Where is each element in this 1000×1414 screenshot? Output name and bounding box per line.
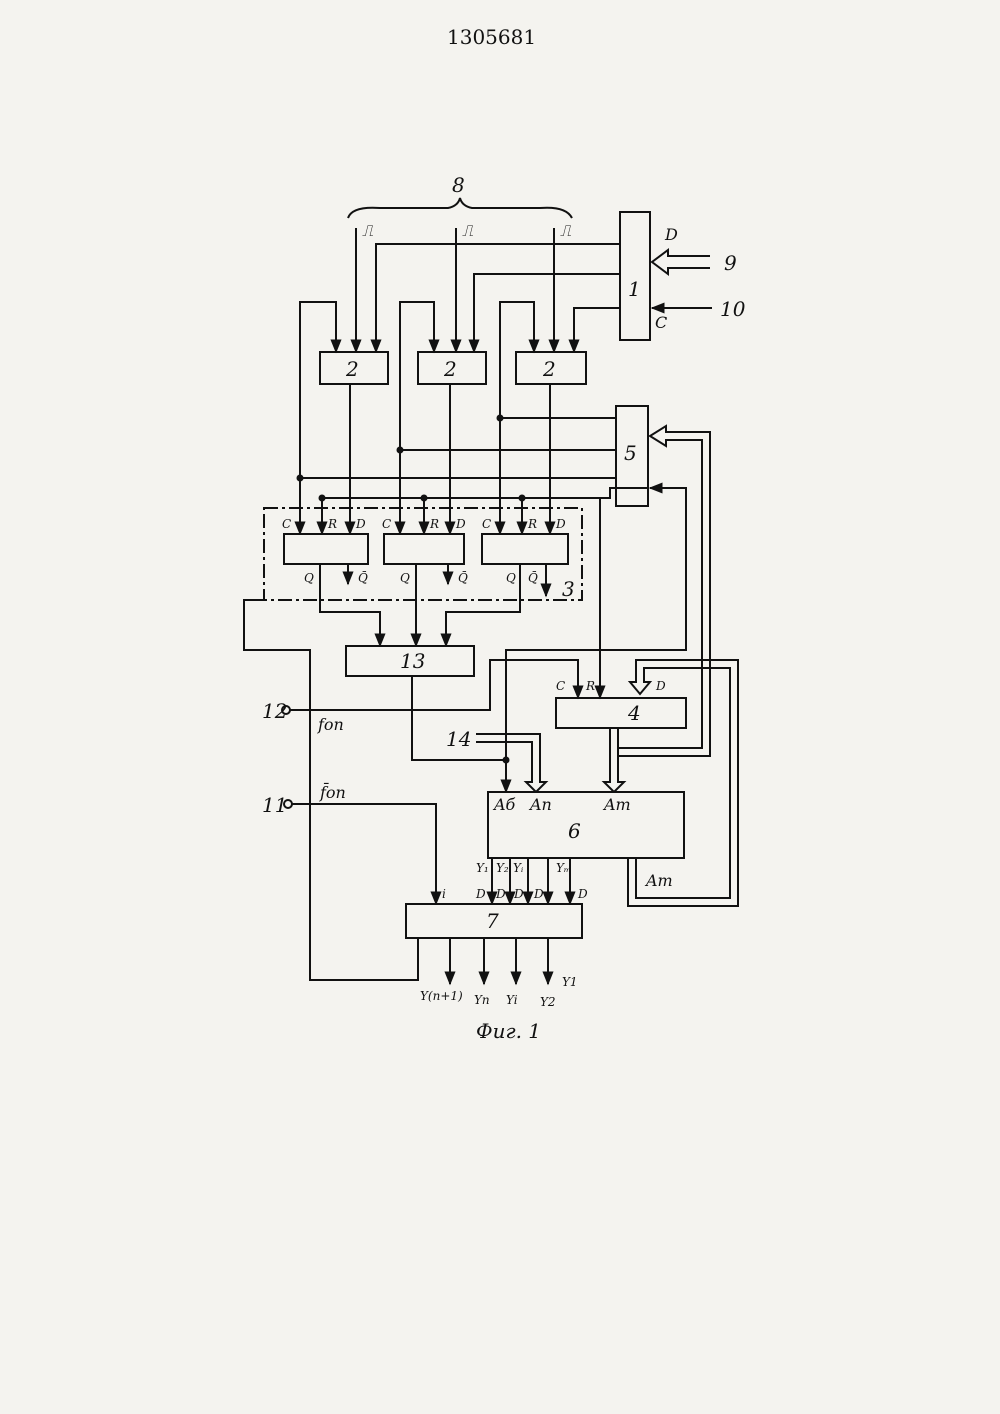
label-9: 9 xyxy=(724,251,737,275)
fon-bar-label: f̄on xyxy=(319,781,346,802)
label-10: 10 xyxy=(720,297,746,321)
input-at-label: Aт xyxy=(602,795,631,814)
block-2a-label: 2 xyxy=(345,357,359,381)
d-label-1: D xyxy=(475,887,486,901)
b1-to-b2a xyxy=(376,244,620,352)
block-7-label: 7 xyxy=(486,909,499,933)
block-4-c: C xyxy=(556,679,565,693)
pulse-symbol-c: ⎍ xyxy=(560,221,572,240)
label-12: 12 xyxy=(262,699,287,723)
q-a-to-13 xyxy=(320,564,380,646)
bus-b4-to-at xyxy=(604,728,624,792)
trig-a-q: Q xyxy=(304,571,314,585)
block-6 xyxy=(488,792,684,858)
fon-label: fon xyxy=(317,715,344,734)
trig-b-q: Q xyxy=(400,571,410,585)
node-6 xyxy=(519,495,526,502)
yi-label: Yᵢ xyxy=(513,861,524,875)
trig-b-d: D xyxy=(455,517,466,531)
block-4-label: 4 xyxy=(627,701,641,725)
fon-bar-to-b7 xyxy=(292,804,436,904)
y2-label: Y₂ xyxy=(496,861,509,875)
trig-b-c: C xyxy=(382,517,391,531)
trigger-b xyxy=(384,534,464,564)
d-label-3: D xyxy=(513,887,524,901)
pulse-symbol-b: ⎍ xyxy=(462,221,474,240)
block-3-label: 3 xyxy=(562,577,575,601)
trig-b-r: R xyxy=(429,517,439,531)
trig-c-c: C xyxy=(482,517,491,531)
d-label-2: D xyxy=(495,887,506,901)
trig-a-qbar: Q̄ xyxy=(358,570,368,585)
block-1-c-label: C xyxy=(655,313,667,332)
pulse-symbol-a: ⎍ xyxy=(362,221,374,240)
out-yn1-label: Y(n+1) xyxy=(420,989,463,1003)
trig-c-q: Q xyxy=(506,571,516,585)
bus-at-feedback xyxy=(628,660,738,906)
out-y1-label: Y1 xyxy=(562,975,578,989)
trig-c-d: D xyxy=(555,517,566,531)
trigger-a xyxy=(284,534,368,564)
block-2b-label: 2 xyxy=(443,357,457,381)
trig-b-qbar: Q̄ xyxy=(458,570,468,585)
trig-a-r: R xyxy=(327,517,337,531)
block-5-label: 5 xyxy=(624,441,637,465)
i-label: i xyxy=(442,887,446,901)
block-1-label: 1 xyxy=(628,277,641,301)
out-y2-label: Y2 xyxy=(540,995,556,1009)
block-6-label: 6 xyxy=(568,819,581,843)
at-feedback-label: Aт xyxy=(644,871,673,890)
doc-number: 1305681 xyxy=(447,25,536,49)
out-yn-label: Yn xyxy=(474,993,490,1007)
block-4-r: R xyxy=(585,679,595,693)
y1-label: Y₁ xyxy=(476,861,489,875)
b1-to-b2b xyxy=(474,274,620,352)
brace-8 xyxy=(348,198,572,218)
bus-input-14 xyxy=(476,734,546,792)
b1-to-b2c xyxy=(574,308,620,352)
node-5 xyxy=(421,495,428,502)
trigger-c xyxy=(482,534,568,564)
ym-label: Yₘ xyxy=(556,861,571,875)
input-an-label: Aп xyxy=(528,795,552,814)
trig-a-d: D xyxy=(355,517,366,531)
d-label-5: D xyxy=(577,887,588,901)
input-ab-label: Aб xyxy=(492,795,516,814)
feedback-b2a xyxy=(300,302,336,478)
out-yi-label: Yi xyxy=(506,993,518,1007)
block-1 xyxy=(620,212,650,340)
block-4 xyxy=(556,698,686,728)
figure-caption: Фиг. 1 xyxy=(476,1019,541,1043)
label-11: 11 xyxy=(262,793,287,817)
d-label-4: D xyxy=(533,887,544,901)
block-4-d: D xyxy=(655,679,666,693)
trig-a-c: C xyxy=(282,517,291,531)
trig-c-qbar: Q̄ xyxy=(528,570,538,585)
block-2c-label: 2 xyxy=(542,357,556,381)
block-1-d-label: D xyxy=(664,225,678,244)
label-14: 14 xyxy=(446,727,471,751)
bus-input-9 xyxy=(652,250,710,274)
trig-c-r: R xyxy=(527,517,537,531)
label-8: 8 xyxy=(452,173,465,197)
reset-bus xyxy=(322,488,648,498)
block-13-label: 13 xyxy=(400,649,425,673)
node-4 xyxy=(319,495,326,502)
